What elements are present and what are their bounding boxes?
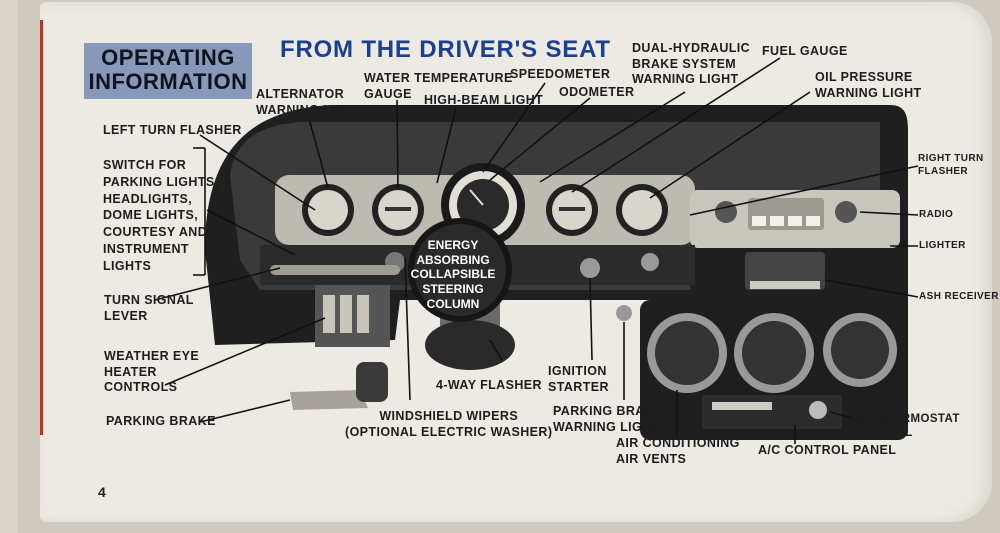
label-weather-eye-heater: WEATHER EYE HEATER CONTROLS	[104, 349, 199, 396]
label-parking-brake: PARKING BRAKE	[106, 414, 216, 430]
label-alternator-warning: ALTERNATOR WARNING LIGHT	[256, 87, 363, 118]
water-temp-gauge	[372, 184, 424, 236]
label-high-beam: HIGH-BEAM LIGHT	[424, 93, 543, 109]
ac-vent-2	[734, 313, 814, 393]
label-ac-thermostat: A/C THERMOSTAT CONTROL	[853, 412, 1000, 441]
label-radio: RADIO	[919, 209, 953, 222]
label-dual-brake-warning: DUAL-HYDRAULIC BRAKE SYSTEM WARNING LIGH…	[632, 41, 750, 88]
label-parking-brake-warning: PARKING BRAKE WARNING LIGHT	[553, 404, 663, 435]
alternator-gauge	[302, 184, 354, 236]
ac-vent-3	[823, 313, 897, 387]
label-oil-pressure: OIL PRESSURE WARNING LIGHT	[815, 70, 922, 101]
page-number: 4	[98, 484, 106, 500]
label-right-turn-flasher: RIGHT TURN FLASHER	[918, 153, 984, 178]
ac-vent-1	[647, 313, 727, 393]
steering-column-label: ENERGY ABSORBING COLLAPSIBLE STEERING CO…	[408, 238, 498, 311]
label-four-way-flasher: 4-WAY FLASHER	[436, 378, 542, 394]
label-windshield-wipers: WINDSHIELD WIPERS (OPTIONAL ELECTRIC WAS…	[345, 409, 552, 440]
label-turn-signal-lever: TURN SIGNAL LEVER	[104, 293, 194, 324]
label-fuel-gauge: FUEL GAUGE	[762, 44, 848, 60]
label-speedometer: SPEEDOMETER	[510, 67, 610, 83]
label-light-switch: SWITCH FOR PARKING LIGHTS, HEADLIGHTS, D…	[103, 157, 219, 274]
label-lighter: LIGHTER	[919, 240, 966, 253]
label-odometer: ODOMETER	[559, 85, 634, 101]
label-left-turn-flasher: LEFT TURN FLASHER	[103, 123, 242, 139]
label-ac-control-panel: A/C CONTROL PANEL	[758, 443, 896, 459]
label-ignition-starter: IGNITION STARTER	[548, 364, 609, 395]
turn-signal-lever	[270, 265, 400, 275]
label-ash-receiver: ASH RECEIVER	[919, 291, 999, 304]
label-ac-air-vents: AIR CONDITIONING AIR VENTS	[616, 436, 740, 467]
